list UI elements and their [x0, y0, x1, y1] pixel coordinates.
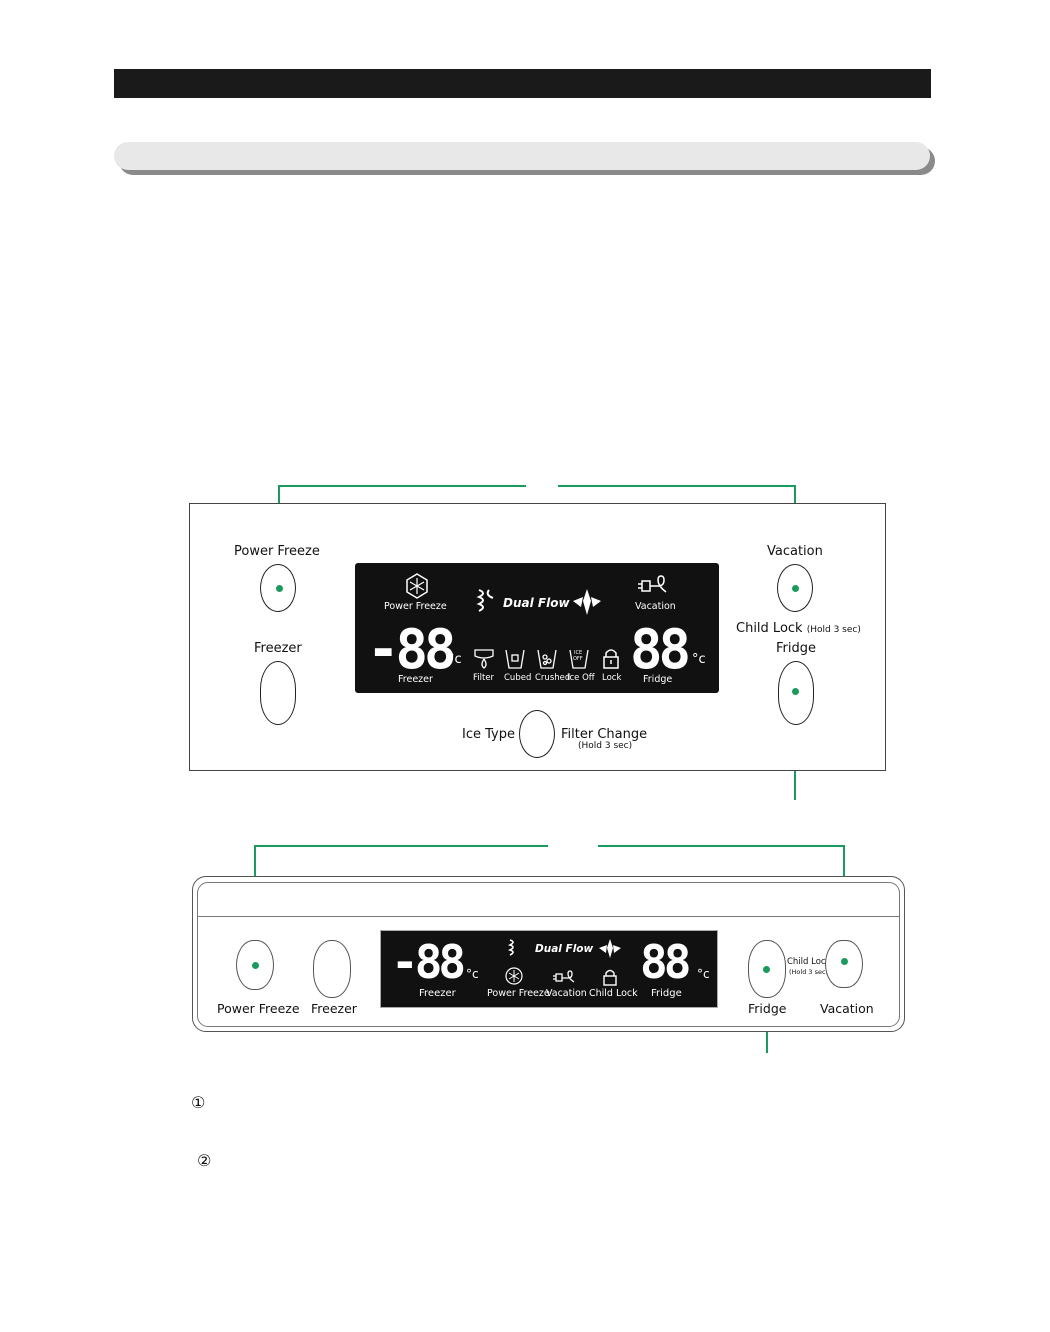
- display2-freezer-temp: -88: [391, 935, 466, 989]
- snowflake-icon: [406, 573, 428, 599]
- filter-change-label: Filter Change: [561, 727, 648, 742]
- dual-flow-left-icon: [476, 589, 494, 612]
- display2-fridge-unit: °c: [697, 967, 710, 981]
- lcd-display-bottom: -88 °c Freezer Dual Flow Power Freeze Va…: [380, 930, 718, 1008]
- panel-inner-frame: [197, 882, 900, 1027]
- vacation-button[interactable]: [777, 564, 813, 612]
- display-freezer-label: Freezer: [398, 674, 433, 685]
- freezer-button-2[interactable]: [313, 940, 351, 998]
- display-power-freeze: Power Freeze: [384, 601, 447, 612]
- vacation-plug-icon: [553, 970, 575, 983]
- callout-dot: [276, 585, 283, 592]
- display-freezer-unit: °c: [448, 652, 462, 667]
- display2-vacation: Vacation: [546, 988, 587, 999]
- crushed-ice-icon: [537, 649, 557, 669]
- display-freezer-temp: -88: [367, 618, 457, 681]
- display2-fridge-label: Fridge: [651, 988, 682, 999]
- filter-change-hold: (Hold 3 sec): [578, 741, 633, 751]
- cubed-ice-icon: [505, 649, 525, 669]
- ice-off-icon: [569, 649, 589, 669]
- note-marker-1: ①: [191, 1093, 206, 1112]
- callout-dot: [252, 962, 259, 969]
- section-title-bar: [114, 142, 930, 170]
- power-freeze-label-2: Power Freeze: [217, 1001, 300, 1016]
- display2-child-lock: Child Lock: [589, 988, 638, 999]
- power-freeze-label: Power Freeze: [234, 544, 320, 559]
- filter-icon: [474, 649, 494, 669]
- display2-freezer-label: Freezer: [419, 988, 456, 999]
- child-lock-label-2: Child Lock: [787, 957, 831, 967]
- vacation-label: Vacation: [767, 544, 823, 559]
- ice-off-icon-text-1: ICE: [574, 650, 583, 656]
- vacation-label-2: Vacation: [820, 1001, 874, 1016]
- display2-power-freeze: Power Freeze: [487, 988, 550, 999]
- freezer-label: Freezer: [254, 641, 302, 656]
- lock-icon: [603, 649, 619, 669]
- panel-divider: [197, 916, 900, 917]
- note-marker-2: ②: [197, 1151, 212, 1170]
- display-crushed: Crushed: [535, 673, 571, 683]
- ice-type-label: Ice Type: [462, 727, 515, 742]
- display-vacation: Vacation: [635, 601, 676, 612]
- header-bar: [114, 69, 931, 98]
- lcd-display-top: Power Freeze Dual Flow Vacation -88 °c F…: [355, 563, 719, 693]
- freezer-button[interactable]: [260, 661, 296, 725]
- child-lock-icon: [603, 969, 617, 986]
- display-ice-off: Ice Off: [567, 673, 595, 683]
- snowflake-icon: [505, 967, 523, 985]
- freezer-label-2: Freezer: [311, 1001, 357, 1016]
- display-fridge-unit: °c: [692, 652, 706, 667]
- display-fridge-temp: 88: [630, 618, 691, 681]
- display-dual-flow: Dual Flow: [503, 596, 570, 610]
- child-lock-label: Child Lock (Hold 3 sec): [736, 621, 861, 636]
- fridge-label: Fridge: [776, 641, 816, 656]
- ice-type-button[interactable]: [519, 710, 555, 758]
- callout-dot: [841, 958, 848, 965]
- child-lock-hold: (Hold 3 sec): [806, 625, 861, 635]
- dual-flow-left-icon: [507, 939, 514, 956]
- ice-off-icon-text-2: OFF: [573, 656, 583, 662]
- callout-dot: [792, 688, 799, 695]
- callout-dot: [763, 966, 770, 973]
- display-lock: Lock: [602, 673, 622, 683]
- display2-dual-flow: Dual Flow: [535, 943, 594, 955]
- display2-freezer-unit: °c: [466, 967, 479, 981]
- display-cubed: Cubed: [504, 673, 532, 683]
- vacation-plug-icon: [638, 575, 667, 593]
- fridge-label-2: Fridge: [748, 1001, 787, 1016]
- dual-flow-right-icon: [573, 589, 601, 615]
- display2-fridge-temp: 88: [640, 935, 691, 989]
- callout-dot: [792, 585, 799, 592]
- child-lock-hold-2: (Hold 3 sec): [789, 968, 829, 976]
- display-filter: Filter: [473, 673, 495, 683]
- display-fridge-label: Fridge: [643, 674, 673, 685]
- dual-flow-right-icon: [599, 939, 621, 958]
